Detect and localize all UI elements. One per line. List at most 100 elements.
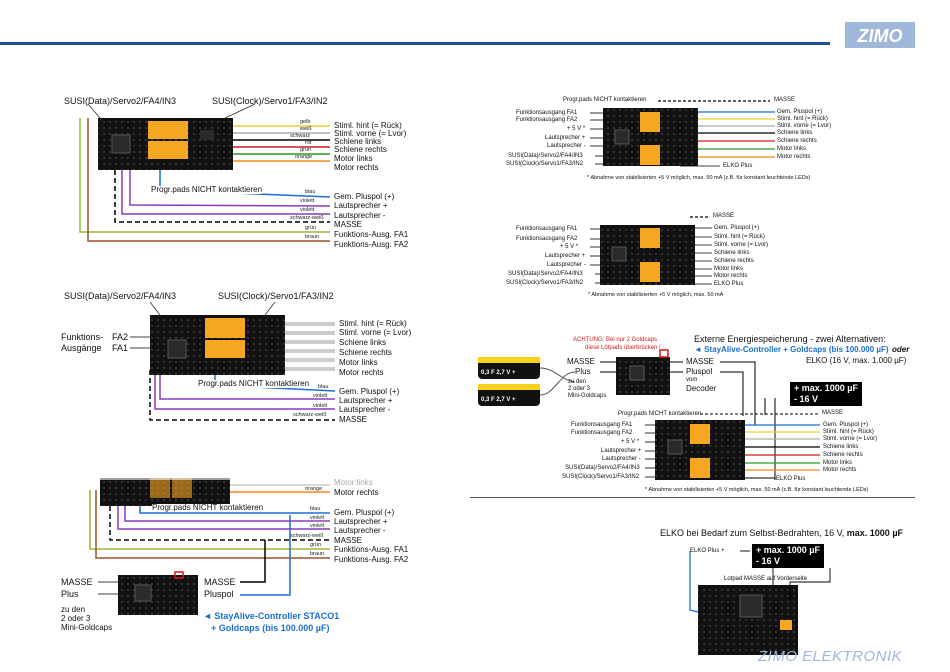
d6-masse-left: MASSE: [567, 357, 596, 366]
d1-wire-color: blau: [305, 189, 316, 195]
d1-wire-color: schwarz-weiß: [290, 215, 324, 221]
d4-footnote: * Abnahme von stabilisierten +5 V möglic…: [587, 175, 811, 181]
d2-wire-label: Lautsprecher -: [339, 405, 391, 414]
d1-wire-color: gelb: [300, 119, 311, 125]
d2-right-label: Motor rechts: [339, 368, 384, 377]
d1-wire-color: violett: [300, 207, 315, 213]
d4-right-label: Gem. Pluspol (+): [777, 109, 823, 115]
d6-right-label: Schiene rechts: [823, 452, 863, 458]
d5-right-label: ELKO Plus: [714, 281, 744, 287]
d3-pluspol-right: Pluspol: [204, 589, 234, 599]
d1-wire-color: violett: [300, 198, 315, 204]
d4-left-label: Funktionsausgang FA2: [516, 117, 578, 123]
d1-wire-label: Stiml. hint (= Rück): [334, 121, 402, 130]
d2-right-label: Schiene links: [339, 338, 387, 347]
d4-right-label: Motor links: [777, 146, 807, 152]
d4-decoder-board: [603, 108, 698, 166]
d6-right-label: Stiml. hint (= Rück): [823, 429, 874, 435]
logo-text: ZIMO: [857, 26, 903, 46]
d4-left-label: + 5 V *: [567, 126, 586, 132]
d3-motor-links-label: Motor links: [334, 478, 373, 487]
d5-left-label: Funktionsausgang FA1: [516, 226, 578, 232]
d2-wire-color: violett: [313, 393, 328, 399]
d6-masse-right: MASSE: [686, 357, 715, 366]
d5-masse: MASSE: [713, 213, 735, 219]
d6-elko-title: ELKO (16 V, max. 1.000 µF): [806, 356, 907, 365]
d3-wire-label: Lautsprecher +: [334, 517, 388, 526]
d3-wire-color: grün: [310, 542, 322, 548]
d7-elko-box-line2: - 16 V: [756, 556, 781, 566]
d5-right-label: Stiml. hint (= Rück): [714, 234, 765, 240]
d2-right-label: Stiml. vorne (= Lvor): [339, 328, 412, 337]
d6-goldcaps-line: 2 oder 3: [568, 386, 591, 392]
d5-right-label: Schiene rechts: [714, 258, 754, 264]
d3-wire-color: braun: [310, 551, 325, 557]
d6-elko-box-line1: + max. 1000 µF: [794, 383, 858, 393]
d3-wire-color-orange: orange: [305, 486, 323, 492]
d4-right-label: Schiene rechts: [777, 138, 817, 144]
d3-wire-label: Gem. Pluspol (+): [334, 508, 395, 517]
d6-left-label: Lautsprecher +: [601, 448, 642, 454]
d6-goldcap-2: [478, 384, 540, 406]
d6-decoder: Decoder: [686, 384, 717, 393]
d5-left-label: Lautsprecher +: [545, 253, 586, 259]
d2-right-pins: [285, 322, 335, 371]
d7-elko-box: + max. 1000 µF - 16 V: [752, 544, 824, 568]
d1-wire-label: Schiene rechts: [334, 145, 387, 154]
d3-staco-board: [118, 571, 198, 615]
d5-right-label: Motor rechts: [714, 273, 748, 279]
d6-pluspol-right: Pluspol: [686, 367, 713, 376]
d6-elko-box: + max. 1000 µF - 16 V: [790, 382, 862, 406]
d3-goldcaps-line: zu den: [61, 605, 86, 614]
d2-fa1-label: FA1: [112, 343, 129, 353]
d5-right-label: Motor links: [714, 266, 744, 272]
d7-elko-box-line1: + max. 1000 µF: [756, 545, 820, 555]
d3-wire-label: Funktions-Ausg. FA2: [334, 555, 409, 564]
d4-leaders: [590, 100, 775, 167]
d1-wire-color: orange: [295, 154, 313, 160]
d5-left-label: SUSI(Data)/Servo2/FA4/IN3: [508, 271, 583, 277]
d6-achtung-line1: ACHTUNG: Bei nur 2 Goldcaps: [573, 337, 658, 343]
d5-leaders: [590, 216, 712, 285]
d3-masse-left: MASSE: [61, 577, 93, 587]
d1-wire-label: MASSE: [334, 220, 363, 229]
d7-leaders: [689, 550, 831, 613]
d2-wire-color: schwarz-weiß: [293, 412, 327, 418]
d5-left-label: Lautsprecher -: [547, 262, 586, 268]
d1-wire-label: Stiml. vorne (= Lvor): [334, 129, 407, 138]
d1-wire-color: grün: [300, 147, 312, 153]
d6-masse: MASSE: [822, 410, 844, 416]
d6-right-label: Gem. Pluspol (+): [823, 422, 869, 428]
d2-right-label: Motor links: [339, 358, 378, 367]
d3-goldcaps-line: Mini-Goldcaps: [61, 623, 113, 632]
d4-left-label: Funktionsausgang FA1: [516, 110, 578, 116]
d1-wire-label: Funktions-Ausg. FA2: [334, 240, 409, 249]
d6-decoder-board: [655, 420, 745, 480]
d6-right-label: Motor rechts: [823, 467, 857, 473]
d5-decoder-board: [600, 225, 695, 285]
d6-left-label: Funktionsausgang FA1: [571, 422, 633, 428]
d2-funktions-label: Funktions-: [61, 332, 104, 342]
footer-brand: ZIMO ELEKTRONIK: [758, 648, 903, 665]
d6-leaders: [645, 424, 820, 478]
d2-wire-color: violett: [313, 403, 328, 409]
d5-footnote: * Abnahme von stabilisierten +5 V möglic…: [588, 292, 724, 298]
d4-right-label: Stiml. hint (= Rück): [777, 116, 828, 122]
d6-left-label: + 5 V *: [621, 439, 640, 445]
d1-progr-note: Progr.pads NICHT kontaktieren: [151, 185, 263, 194]
d7-elko-plus: ELKO Plus +: [690, 548, 725, 554]
d6-left-label: SUSI(Clock)/Servo1/FA3/IN2: [562, 474, 640, 480]
d3-masse-right: MASSE: [204, 577, 236, 587]
d3-staco-title: ◄ StayAlive-Controller STACO1: [203, 611, 340, 621]
d4-left-label: SUSI(Clock)/Servo1/FA3/IN2: [506, 161, 584, 167]
d5-left-label: SUSI(Clock)/Servo1/FA3/IN2: [506, 280, 584, 286]
d2-right-label: Stiml. hint (= Rück): [339, 319, 407, 328]
section-separator: [470, 497, 915, 498]
d1-wire-color: rot: [305, 140, 312, 146]
d2-progr-note: Progr.pads NICHT kontaktieren: [198, 379, 310, 388]
d6-title: Externe Energiespeicherung - zwei Altern…: [694, 334, 886, 344]
d3-wire-color: violett: [310, 523, 325, 529]
d6-right-label: Stiml. vorne (= Lvor): [823, 436, 878, 442]
d6-staco-board: [616, 349, 670, 395]
d2-wire-label: MASSE: [339, 415, 368, 424]
